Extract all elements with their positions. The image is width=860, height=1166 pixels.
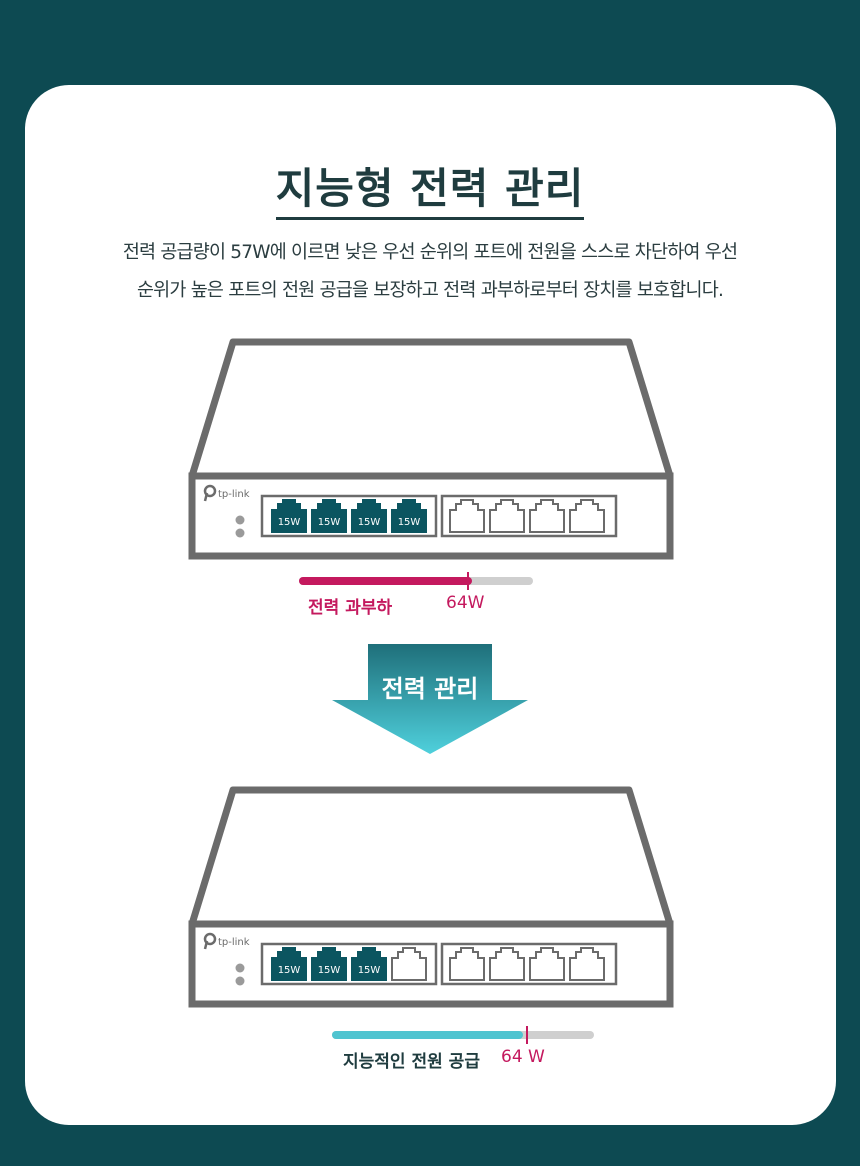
description: 전력 공급량이 57W에 이르면 낮은 우선 순위의 포트에 전원을 스스로 차… bbox=[60, 234, 800, 310]
ethernet-port bbox=[449, 947, 485, 981]
page-title: 지능형 전력 관리 bbox=[0, 155, 860, 220]
ethernet-port bbox=[569, 499, 605, 533]
poe-port-powered: 15W bbox=[351, 499, 387, 533]
port-power-label: 15W bbox=[358, 965, 381, 976]
ethernet-port bbox=[489, 947, 525, 981]
port-group-poe bbox=[260, 494, 438, 538]
meter-fill-managed bbox=[332, 1031, 524, 1039]
port-power-label: 15W bbox=[278, 965, 301, 976]
status-led bbox=[235, 528, 245, 538]
logo-text: tp-link bbox=[218, 489, 250, 500]
poe-port-powered: 15W bbox=[351, 947, 387, 981]
managed-value: 64 W bbox=[501, 1047, 545, 1067]
overload-value: 64W bbox=[446, 593, 485, 613]
meter-limit-marker bbox=[526, 1026, 528, 1044]
ethernet-port bbox=[529, 499, 565, 533]
port-group-poe bbox=[260, 942, 438, 986]
port-power-label: 15W bbox=[278, 517, 301, 528]
ethernet-port bbox=[489, 499, 525, 533]
status-led bbox=[235, 976, 245, 986]
port-power-label: 15W bbox=[398, 517, 421, 528]
tp-link-logo: tp-link bbox=[203, 484, 250, 502]
port-power-label: 15W bbox=[358, 517, 381, 528]
switch-top-face bbox=[188, 338, 674, 480]
switch-after-diagram: tp-link 15W 15W 15W bbox=[188, 786, 674, 1008]
meter-limit-marker bbox=[467, 572, 469, 590]
ethernet-port bbox=[529, 947, 565, 981]
poe-port-powered: 15W bbox=[311, 947, 347, 981]
ethernet-port bbox=[569, 947, 605, 981]
tp-link-logo: tp-link bbox=[203, 932, 250, 950]
ethernet-port bbox=[391, 947, 427, 981]
port-power-label: 15W bbox=[318, 965, 341, 976]
power-management-arrow bbox=[332, 644, 528, 754]
switch-top-face bbox=[188, 786, 674, 928]
status-led bbox=[235, 963, 245, 973]
port-group-standard bbox=[440, 942, 618, 986]
poe-port-powered: 15W bbox=[311, 499, 347, 533]
poe-port-powered: 15W bbox=[391, 499, 427, 533]
ethernet-port bbox=[449, 499, 485, 533]
port-power-label: 15W bbox=[318, 517, 341, 528]
poe-port-powered: 15W bbox=[271, 947, 307, 981]
description-line-2: 순위가 높은 포트의 전원 공급을 보장하고 전력 과부하로부터 장치를 보호합… bbox=[136, 280, 724, 301]
poe-port-powered: 15W bbox=[271, 499, 307, 533]
meter-fill-overload bbox=[299, 577, 473, 585]
port-group-standard bbox=[440, 494, 618, 538]
overload-label: 전력 과부하 bbox=[308, 598, 393, 618]
switch-before-diagram: tp-link 15W 15W 15W 15W bbox=[188, 338, 674, 560]
logo-text: tp-link bbox=[218, 937, 250, 948]
managed-label: 지능적인 전원 공급 bbox=[343, 1052, 480, 1072]
arrow-label: 전력 관리 bbox=[381, 675, 479, 703]
description-line-1: 전력 공급량이 57W에 이르면 낮은 우선 순위의 포트에 전원을 스스로 차… bbox=[122, 242, 738, 263]
status-led bbox=[235, 515, 245, 525]
